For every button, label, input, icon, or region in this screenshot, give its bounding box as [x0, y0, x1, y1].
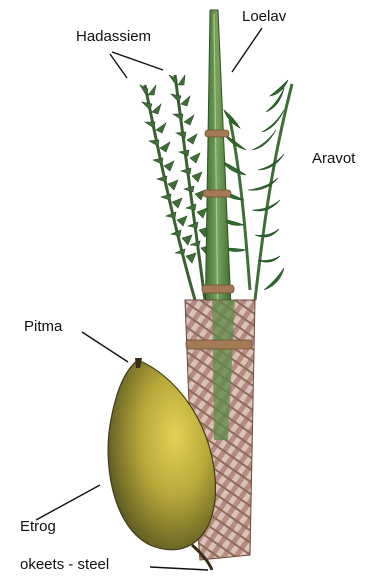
label-etrog: Etrog: [20, 518, 56, 535]
label-pitma: Pitma: [24, 318, 62, 335]
label-stem: okeets - steel: [20, 556, 109, 573]
lulav-palm-frond: [202, 10, 234, 330]
aravot-willow-branches: [220, 80, 292, 300]
label-aravot: Aravot: [312, 150, 355, 167]
label-hadassim: Hadassiem: [76, 28, 151, 45]
label-lulav: Loelav: [242, 8, 286, 25]
hadassim-myrtle-branches: [140, 75, 211, 300]
